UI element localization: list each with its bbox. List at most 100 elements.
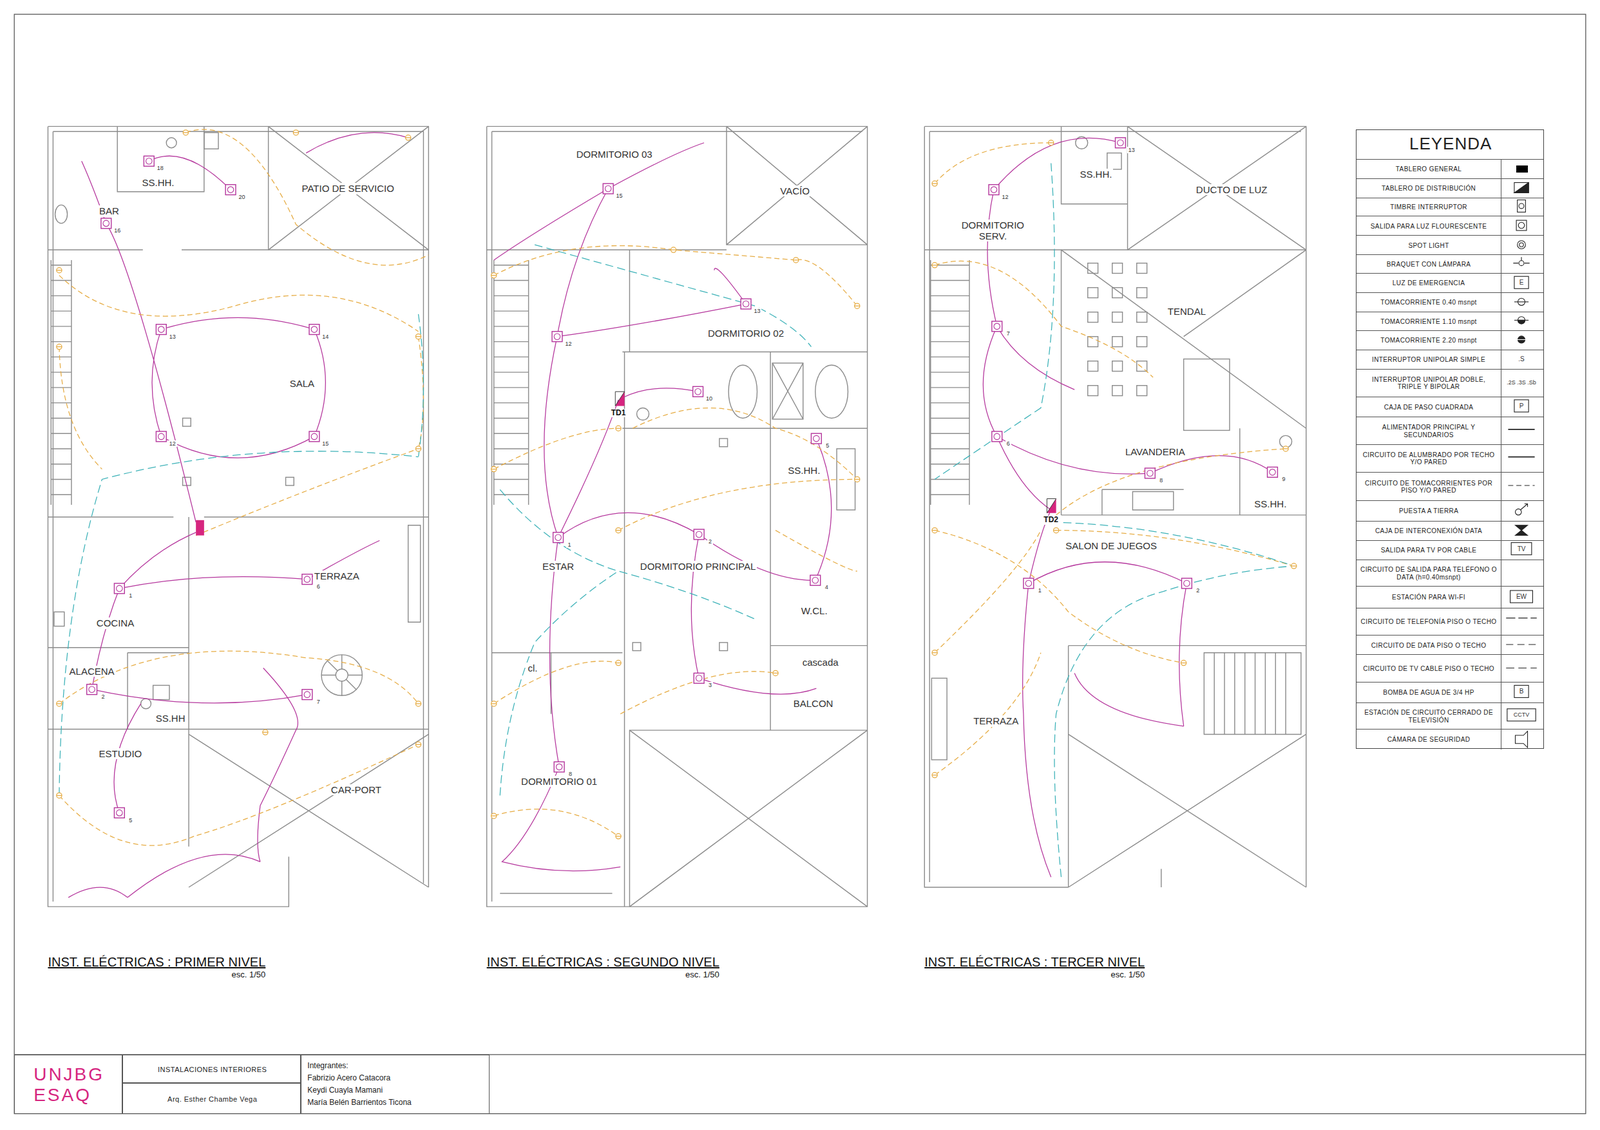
legend-row: TOMACORRIENTE 2.20 msnpt [1356,330,1543,350]
symbol-letter: P [1519,402,1524,411]
callout-number: 2 [1194,587,1201,594]
callout-number: 15 [615,192,625,200]
panel-tag: TD2 [1042,515,1060,525]
room-name: cascada [801,657,840,668]
legend-text: CIRCUITO DE TELEFONÍA PISO O TECHO [1359,618,1497,627]
legend-text: INTERRUPTOR UNIPOLAR SIMPLE [1359,356,1497,364]
callout-number: 6 [1005,440,1012,448]
room-name: ESTAR [541,561,576,572]
callout-number: 10 [704,395,714,402]
room-name: W.CL. [800,605,829,617]
floor-plan: INST. ELÉCTRICAS : SEGUNDO NIVELesc. 1/5… [486,126,868,907]
symbol-letter: .2S .3S .Sb [1506,379,1537,386]
room-name: cl. [526,662,539,674]
legend-text: ESTACIÓN PARA WI-FI [1359,593,1497,602]
legend-title: LEYENDA [1409,134,1492,154]
legend-row: CIRCUITO DE ALUMBRADO POR TECHO Y/O PARE… [1356,444,1543,473]
callout-number: 14 [320,333,330,341]
symbol-letter: TV [1517,545,1526,554]
room-name: ALACENA [68,666,116,677]
legend-row: CAJA DE PASO CUADRADA [1356,396,1543,418]
legend-row: BRAQUET CON LÁMPARA [1356,254,1543,274]
legend-text: TIMBRE INTERRUPTOR [1359,203,1497,212]
legend-row: CÁMARA DE SEGURIDAD [1356,729,1543,750]
callout-number: 4 [823,584,830,591]
callout-number: 13 [1127,146,1137,154]
plan-title: INST. ELÉCTRICAS : SEGUNDO NIVEL [486,955,720,971]
callout-number: 12 [168,440,178,448]
room-name: SS.HH. [141,177,176,189]
legend-row: CAJA DE INTERCONEXIÓN DATA [1356,521,1543,541]
plan-title: INST. ELÉCTRICAS : TERCER NIVEL [924,955,1145,971]
callout-number: 7 [315,698,322,706]
legend-row: PUESTA A TIERRA [1356,500,1543,522]
room-name: DORMITORIO 01 [519,776,599,788]
team-text: Integrantes: [307,1062,348,1072]
callout-number: 1 [127,592,134,600]
legend-row: TIMBRE INTERRUPTOR [1356,197,1543,217]
team-text: Fabrizio Acero Catacora [307,1074,391,1084]
legend-text: LUZ DE EMERGENCIA [1359,279,1497,288]
legend-row: INTERRUPTOR UNIPOLAR SIMPLE [1356,349,1543,370]
legend-row: SPOT LIGHT [1356,235,1543,255]
cell-text: INSTALACIONES INTERIORES [157,1066,268,1075]
callout-number: 9 [1280,476,1287,483]
callout-number: 18 [155,164,165,172]
panel-tag: TD1 [609,409,628,419]
room-name: DORMITORIO SERV. [960,219,1026,243]
team-text: María Belén Barrientos Ticona [307,1098,411,1108]
legend-row: BOMBA DE AGUA DE 3/4 HP [1356,682,1543,703]
room-name: LAVANDERIA [1123,446,1187,458]
callout-number: 13 [168,333,178,341]
cell-box: INSTALACIONES INTERIORES [122,1055,301,1084]
legend-box: LEYENDA TABLERO GENERALTABLERO DE DISTRIB… [1355,129,1544,750]
room-name: BAR [97,205,121,217]
cell-box: Arq. Esther Chambe Vega [122,1083,301,1115]
plan-title: INST. ELÉCTRICAS : PRIMER NIVEL [47,955,266,971]
legend-text: CAJA DE PASO CUADRADA [1359,403,1497,412]
legend-row: TABLERO GENERAL [1356,159,1543,179]
room-name: DUCTO DE LUZ [1194,184,1269,196]
legend-text: CIRCUITO DE DATA PISO O TECHO [1359,642,1497,650]
legend-text: CAJA DE INTERCONEXIÓN DATA [1359,527,1497,536]
room-name: DORMITORIO 02 [706,327,786,339]
cell-text: Arq. Esther Chambe Vega [167,1095,258,1105]
callout-number: 20 [237,193,247,201]
callout-number: 15 [320,440,330,448]
team-box: Integrantes:Fabrizio Acero CatacoraKeydi… [300,1055,490,1115]
legend-text: CIRCUITO DE TV CABLE PISO O TECHO [1359,665,1497,674]
room-name: DORMITORIO 03 [575,148,654,160]
callout-number: 13 [752,307,762,315]
legend-text: CIRCUITO DE ALUMBRADO POR TECHO Y/O PARE… [1359,451,1497,467]
room-name: ESTUDIO [97,748,144,760]
room-name: TENDAL [1166,305,1208,317]
legend-text: INTERRUPTOR UNIPOLAR DOBLE, TRIPLE Y BIP… [1359,376,1497,391]
room-name: SS.HH. [1252,498,1288,510]
legend-row: TOMACORRIENTE 0.40 msnpt [1356,292,1543,312]
legend-text: PUESTA A TIERRA [1359,507,1497,516]
room-name: VACÍO [778,185,811,197]
legend-row: ESTACIÓN PARA WI-FI [1356,586,1543,608]
legend-text: TOMACORRIENTE 2.20 msnpt [1359,336,1497,345]
room-name: SALON DE JUEGOS [1064,540,1159,552]
room-name: SALA [288,378,316,390]
symbol-letter: CCTV [1513,711,1530,719]
legend-row: SALIDA PARA LUZ FLOURESCENTE [1356,215,1543,236]
legend-row: SALIDA PARA TV POR CABLE [1356,540,1543,560]
callout-number: 6 [315,583,322,591]
room-name: BALCON [792,698,835,710]
legend-text: SALIDA PARA LUZ FLOURESCENTE [1359,222,1497,231]
room-name: DORMITORIO PRINCIPAL [638,561,757,572]
legend-text: SALIDA PARA TV POR CABLE [1359,546,1497,555]
room-name: SS.HH [154,713,187,724]
callout-number: 16 [112,227,122,234]
room-name: SS.HH. [786,465,822,477]
legend-row: LUZ DE EMERGENCIA [1356,273,1543,293]
symbol-letter: .S [1518,355,1524,364]
legend-row: TABLERO DE DISTRIBUCIÓN [1356,178,1543,198]
callout-number: 7 [1005,330,1012,337]
callout-number: 5 [824,442,831,449]
legend-text: TOMACORRIENTE 1.10 msnpt [1359,318,1497,326]
callout-number: 1 [1037,587,1043,594]
callout-number: 12 [1000,193,1010,201]
